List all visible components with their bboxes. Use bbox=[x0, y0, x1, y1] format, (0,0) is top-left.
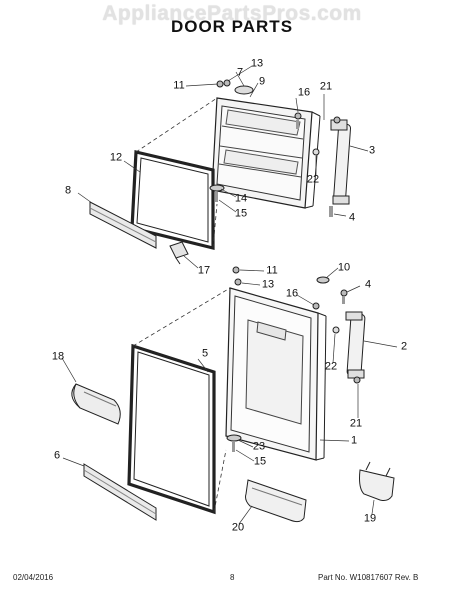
callout-16-lower: 16 bbox=[285, 287, 299, 300]
callout-22-lower: 22 bbox=[324, 360, 338, 373]
callout-13-upper: 13 bbox=[250, 57, 264, 70]
callout-23: 23 bbox=[252, 440, 266, 453]
page-title: DOOR PARTS bbox=[170, 17, 294, 36]
assembly-lines bbox=[132, 97, 231, 513]
callout-18: 18 bbox=[51, 350, 65, 363]
callout-13-lower: 13 bbox=[261, 278, 275, 291]
callout-8: 8 bbox=[64, 184, 72, 197]
callout-1: 1 bbox=[350, 434, 358, 447]
callout-15-lower: 15 bbox=[253, 455, 267, 468]
callout-19: 19 bbox=[363, 512, 377, 525]
watermark: AppliancePartsPros.com bbox=[102, 2, 362, 25]
lower-trim-6 bbox=[83, 463, 157, 521]
callout-21-lower: 21 bbox=[349, 417, 363, 430]
callout-21-upper: 21 bbox=[319, 80, 333, 93]
upper-small-parts bbox=[209, 79, 341, 217]
callout-17: 17 bbox=[197, 264, 211, 277]
callout-6: 6 bbox=[53, 449, 61, 462]
callout-11-upper: 11 bbox=[173, 79, 185, 92]
callout-10: 10 bbox=[337, 261, 351, 274]
lower-small-parts bbox=[226, 266, 361, 452]
callout-15-upper: 15 bbox=[234, 207, 248, 220]
footer-date: 02/04/2016 bbox=[13, 573, 54, 582]
upper-door-handle-3 bbox=[330, 119, 352, 205]
callout-16-upper: 16 bbox=[297, 86, 311, 99]
callout-2: 2 bbox=[400, 340, 408, 353]
butter-compartment-18 bbox=[71, 383, 121, 425]
footer-page-number: 8 bbox=[230, 573, 235, 582]
lower-door-liner-1 bbox=[225, 287, 327, 461]
upper-door-liner-9 bbox=[211, 97, 321, 209]
callout-9: 9 bbox=[258, 75, 266, 88]
callout-4-upper: 4 bbox=[348, 211, 356, 224]
callout-7: 7 bbox=[236, 66, 244, 79]
callout-5: 5 bbox=[201, 347, 209, 360]
callout-12: 12 bbox=[109, 151, 123, 164]
callout-11-lower: 11 bbox=[266, 264, 278, 277]
leader-lines bbox=[61, 65, 398, 525]
door-bin-20 bbox=[245, 479, 307, 523]
door-bin-19 bbox=[359, 461, 395, 501]
callout-3: 3 bbox=[368, 144, 376, 157]
lower-door-handle-2 bbox=[345, 311, 366, 379]
callout-20: 20 bbox=[231, 521, 245, 534]
lower-door-gasket-5 bbox=[127, 343, 216, 515]
callout-22-upper: 22 bbox=[306, 173, 320, 186]
callout-4-lower: 4 bbox=[364, 278, 372, 291]
callout-14: 14 bbox=[234, 192, 248, 205]
footer-part-number: Part No. W10817607 Rev. B bbox=[318, 573, 419, 582]
upper-door-hinge-cover-17 bbox=[169, 241, 189, 265]
upper-trim-8 bbox=[89, 201, 157, 249]
